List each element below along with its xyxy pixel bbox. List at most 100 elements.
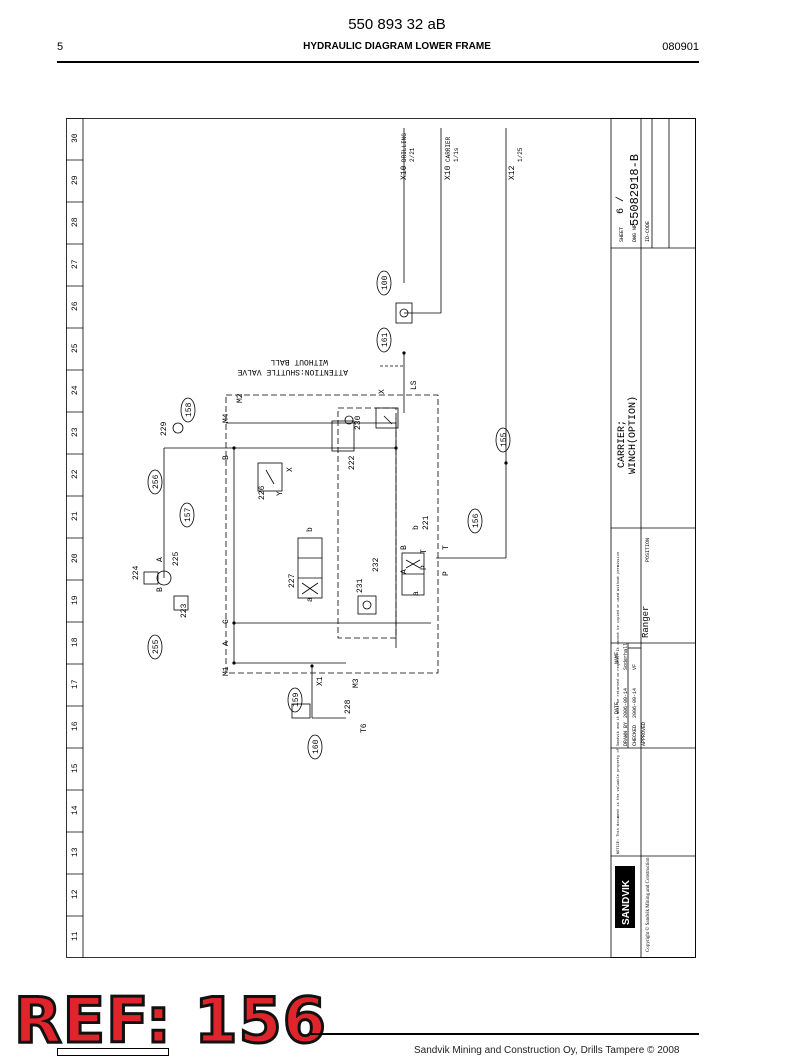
grid-column-label: 25 [71, 343, 80, 353]
grid-column-label: 23 [71, 427, 80, 437]
grid-column-label: 16 [71, 721, 80, 731]
title-date-label: DATE [614, 702, 620, 714]
port-label-a-block: A [222, 641, 231, 646]
port-label-b-motor: B [156, 587, 165, 592]
title-dwg-label: DWG NR [632, 224, 638, 242]
title-id-code-label: ID-CODE [645, 221, 651, 242]
port-x10-drilling-ref: 2/21 [409, 147, 416, 162]
copyright-text: Copyright © Sandvik Mining and Construct… [645, 857, 651, 952]
valve-block-outline [225, 394, 439, 674]
port-x12-ref: 1/25 [517, 147, 524, 162]
footer-logo [57, 1048, 169, 1056]
title-drawn-date: 2006-09-14 [623, 688, 629, 718]
component-221: 221 [422, 515, 431, 530]
title-block [610, 118, 696, 958]
port-label-m4: M4 [222, 413, 231, 423]
port-label-b-valve: B [400, 545, 409, 550]
grid-column-label: 19 [71, 595, 80, 605]
component-226: 226 [258, 485, 267, 500]
component-232: 232 [372, 557, 381, 572]
port-t6: T6 [360, 723, 369, 733]
title-drawn-label: DRAWN BY [623, 722, 629, 746]
note-shuttle-line1: ATTENTION:SHUTTLE VALVE [237, 367, 348, 376]
callout-number: 157 [184, 507, 193, 522]
port-label-p-out: P [442, 571, 451, 576]
component-225: 225 [172, 551, 181, 566]
callout-balloon [147, 634, 163, 660]
title-sheet-label: SHEET [619, 227, 625, 242]
callout-number: 100 [381, 275, 390, 290]
pressure-gauge-229 [172, 422, 184, 434]
port-label-m3: M3 [352, 678, 361, 688]
callout-balloon [376, 270, 392, 296]
inner-valve-outline [337, 407, 397, 639]
port-label-t: T [420, 549, 429, 554]
port-label-g: G [222, 619, 231, 624]
port-x10-drilling-label: DRILLING [401, 133, 408, 162]
port-label-y: Y [276, 491, 285, 496]
port-x12: X12 [508, 165, 517, 180]
grid-column-label: 29 [71, 175, 80, 185]
component-224: 224 [132, 565, 141, 580]
callout-balloon [376, 327, 392, 353]
grid-column-label: 14 [71, 805, 80, 815]
callout-number: 155 [500, 432, 509, 447]
callout-number: 161 [381, 332, 390, 347]
callout-number: 159 [292, 692, 301, 707]
port-label-m1: M1 [222, 666, 231, 676]
ref-label: REF: 156 [13, 983, 328, 1057]
port-label-x-relief: X [286, 467, 295, 472]
page-number: 5 [57, 41, 64, 53]
port-label-a-221: a [412, 591, 421, 596]
port-label-ls: LS [410, 380, 419, 390]
footer-rule [310, 1033, 699, 1035]
port-label-b-221: b [412, 525, 421, 530]
grid-column-label: 28 [71, 217, 80, 227]
grid-column-label: 20 [71, 553, 80, 563]
port-label-m2: M2 [236, 393, 245, 403]
grid-column-label: 30 [71, 133, 80, 143]
title-checked-name: VF [632, 664, 638, 670]
document-code: 080901 [662, 41, 699, 53]
grid-column-label: 27 [71, 259, 80, 269]
port-label-b-block: B [222, 455, 231, 460]
callout-balloon [495, 427, 511, 453]
component-223: 223 [180, 603, 189, 618]
port-x10-carrier-ref: 1/1s [453, 147, 460, 162]
brand-logo: SANDVIK [621, 879, 632, 925]
callout-number: 255 [152, 639, 161, 654]
port-label-a-valve: A [400, 569, 409, 574]
title-name-label: NAME [614, 652, 620, 664]
grid-column-label: 22 [71, 469, 80, 479]
callout-balloon [179, 502, 195, 528]
port-label-b-spool: b [306, 527, 315, 532]
callout-number: 158 [185, 402, 194, 417]
valve-222 [331, 420, 355, 452]
page-title: HYDRAULIC DIAGRAM LOWER FRAME [303, 41, 491, 52]
grid-column-label: 24 [71, 385, 80, 395]
port-label-t-out: T [442, 545, 451, 550]
grid-column-label: 13 [71, 847, 80, 857]
shuttle-valve-ls [375, 407, 399, 429]
title-checked-label: CHECKED [632, 725, 638, 746]
grid-column-label: 21 [71, 511, 80, 521]
component-228: 228 [344, 699, 353, 714]
grid-column-label: 18 [71, 637, 80, 647]
grid-column-label: 11 [71, 931, 80, 941]
port-label-x1: X1 [316, 676, 325, 686]
check-valve-231 [357, 595, 377, 615]
component-222: 222 [348, 455, 357, 470]
shuttle-valve-100 [395, 302, 413, 324]
footer-text: Sandvik Mining and Construction Oy, Dril… [414, 1045, 680, 1056]
note-shuttle-line2: WITHOUT BALL [270, 357, 328, 366]
brand-logo-box [615, 866, 635, 928]
callout-number: 156 [472, 513, 481, 528]
callout-balloon [180, 397, 196, 423]
grid-column-label: 26 [71, 301, 80, 311]
port-label-a-motor: A [156, 557, 165, 562]
title-notice: NOTICE: This document is the valuable pr… [616, 552, 621, 854]
callout-balloon [147, 469, 163, 495]
component-230: 230 [354, 415, 363, 430]
title-position-label: POSITION [645, 538, 651, 562]
